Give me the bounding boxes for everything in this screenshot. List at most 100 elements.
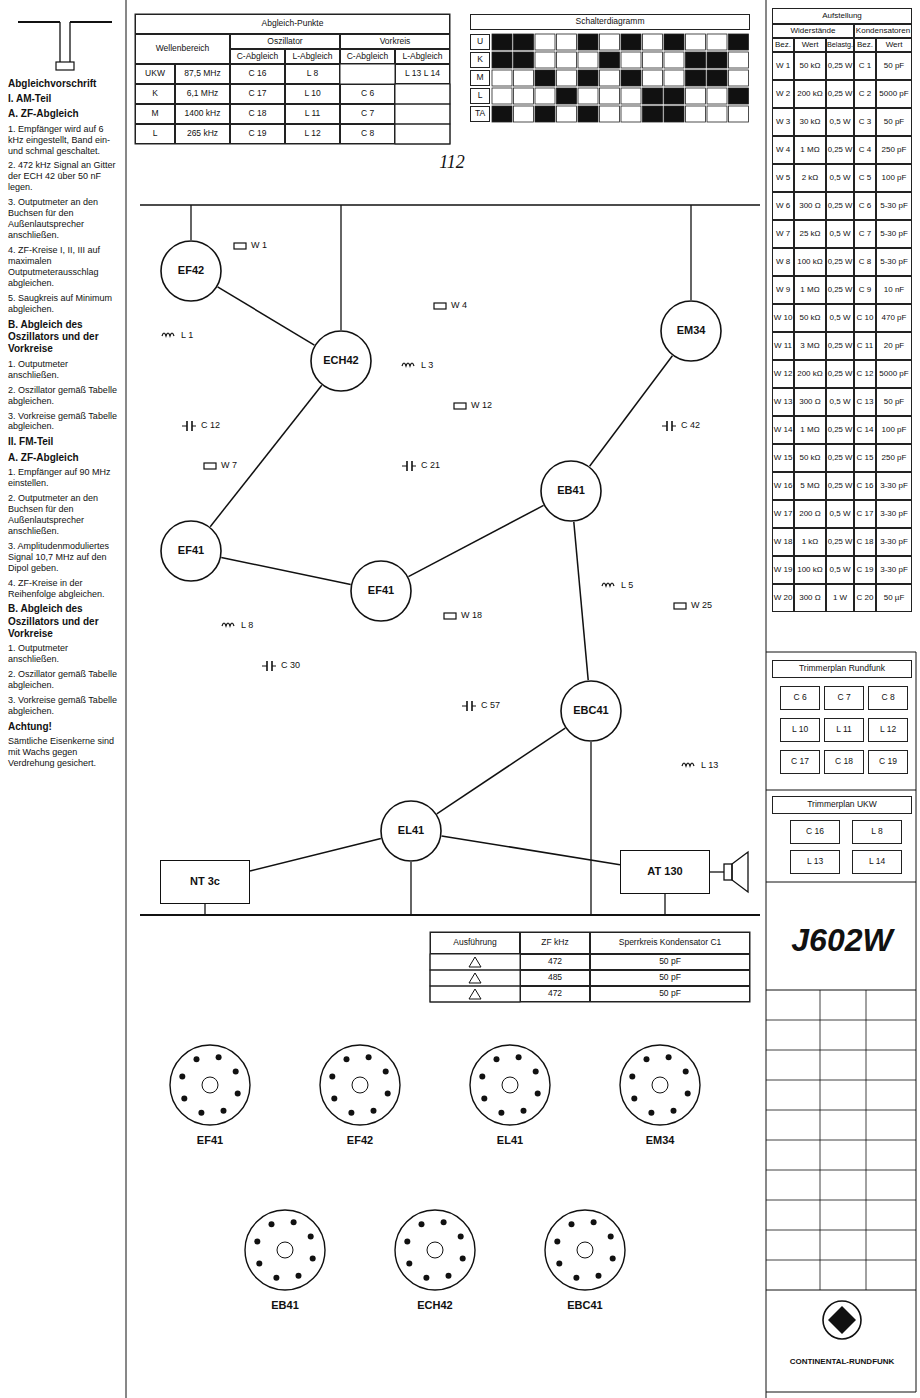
label-text: L <box>153 129 158 138</box>
resistor-symbol <box>204 463 216 469</box>
table-cell: 6,1 MHz <box>175 84 230 104</box>
switch-grid-cell <box>686 52 706 68</box>
table-cell: 250 pF <box>876 444 912 472</box>
instruction-heading: I. AM-Teil <box>8 93 120 105</box>
label-text: C 16 <box>857 482 874 491</box>
tube-pin <box>235 1091 241 1097</box>
anode-wire <box>190 205 191 240</box>
label-text: Sperrkreis Kondensator C1 <box>619 938 722 947</box>
table-cell: 87,5 MHz <box>175 64 230 84</box>
label-text: 0,5 W <box>830 398 851 407</box>
switch-grid-cell <box>664 70 684 86</box>
table-cell: 50 pF <box>876 108 912 136</box>
table-cell: 20 pF <box>876 332 912 360</box>
node-text: NT 3c <box>190 875 220 888</box>
switch-grid-cell <box>686 106 706 122</box>
label-text: 50 kΩ <box>799 62 820 71</box>
label-text: Oszillator <box>267 37 302 46</box>
table-cell: 0,25 W <box>826 472 854 500</box>
ground-rail <box>140 914 760 916</box>
label-text: 50 pF <box>884 118 904 127</box>
switch-position: K <box>470 52 490 68</box>
table-cell: C 17 <box>854 500 876 528</box>
part-label: W 1 <box>250 240 268 251</box>
tube-pin <box>308 1234 314 1240</box>
table-cell: L <box>135 124 175 144</box>
label-text: 50 pF <box>884 398 904 407</box>
title-block-line <box>766 1260 916 1261</box>
part-label: L 1 <box>180 330 194 341</box>
capacitor-lead <box>462 706 467 707</box>
switch-grid-cell <box>707 34 727 50</box>
label-text: 3-30 pF <box>880 538 908 547</box>
switch-grid-cell <box>643 70 663 86</box>
tube-key <box>502 1077 518 1093</box>
node-text: EB41 <box>557 484 585 497</box>
table-cell: W 12 <box>772 360 794 388</box>
table-cell: 100 kΩ <box>794 248 826 276</box>
label-text: Belastg. <box>827 41 853 49</box>
label-text: 5-30 pF <box>880 202 908 211</box>
table-cell: 0,25 W <box>826 192 854 220</box>
table-cell: W 2 <box>772 80 794 108</box>
tube-envelope <box>161 241 221 301</box>
label-text: 0,25 W <box>828 426 853 435</box>
company-logo <box>828 1306 856 1334</box>
signal-wire <box>437 728 565 814</box>
table-cell: 5-30 pF <box>876 248 912 276</box>
tube-pin <box>194 1056 200 1062</box>
instruction-step: 5. Saugkreis auf Minimum abgleichen. <box>8 293 120 315</box>
table-cell: C 20 <box>854 584 876 612</box>
label-text: C 7 <box>837 693 850 702</box>
part-label: L 3 <box>420 360 434 371</box>
label-text: 20 pF <box>884 342 904 351</box>
label-text: 50 µF <box>884 594 905 603</box>
switch-grid-cell <box>600 52 620 68</box>
instruction-step: 3. Amplitudenmoduliertes Signal 10,7 MHz… <box>8 541 120 574</box>
switch-grid-cell <box>514 34 534 50</box>
switch-grid-cell <box>514 70 534 86</box>
tube-socket <box>320 1045 400 1125</box>
trimmer-label: C 17 <box>780 750 820 774</box>
instruction-step: 1. Outputmeter anschließen. <box>8 359 120 381</box>
switch-grid-cell <box>557 70 577 86</box>
table-header: Wert <box>876 38 912 52</box>
table-header: Bez. <box>772 38 794 52</box>
instruction-step: 3. Vorkreise gemäß Tabelle abgleichen. <box>8 695 120 717</box>
tube-pin <box>629 1073 635 1079</box>
instruction-text: B. Abgleich des Oszillators und der Vork… <box>8 319 99 354</box>
label-text: L 11 <box>836 725 852 734</box>
label-text: C 19 <box>249 129 267 138</box>
table-cell: C 7 <box>854 220 876 248</box>
switch-grid-cell <box>664 106 684 122</box>
trimmer-label: C 7 <box>824 686 864 710</box>
tube-pin <box>441 1219 447 1225</box>
instruction-text: 4. ZF-Kreise I, II, III auf maximalen Ou… <box>8 245 100 288</box>
tube-socket <box>245 1210 325 1290</box>
switch-grid-cell <box>578 52 598 68</box>
label-text: C 7 <box>361 109 374 118</box>
table-cell: C 6 <box>854 192 876 220</box>
switch-grid-cell <box>492 34 512 50</box>
title-block-line <box>766 1200 916 1201</box>
switch-grid-cell <box>729 70 749 86</box>
table-cell: W 7 <box>772 220 794 248</box>
b-plus-rail <box>140 204 760 206</box>
table-cell: 300 Ω <box>794 584 826 612</box>
title-block-line <box>916 652 917 1392</box>
trimmer-label: L 10 <box>780 718 820 742</box>
table-cell: M <box>135 104 175 124</box>
tube-pin <box>371 1108 377 1114</box>
label-text: M <box>151 109 158 118</box>
table-cell: W 8 <box>772 248 794 276</box>
label-text: L 13 <box>700 760 719 770</box>
label-text: C 8 <box>859 258 871 267</box>
trimmer-label: L 14 <box>852 850 902 874</box>
label-text: W 11 <box>774 342 792 351</box>
label-text: C 42 <box>680 420 701 430</box>
instruction-text: 2. Oszillator gemäß Tabelle abgleichen. <box>8 385 117 406</box>
instruction-step: 4. ZF-Kreise I, II, III auf maximalen Ou… <box>8 245 120 289</box>
switch-grid-cell <box>514 52 534 68</box>
table-cell: W 13 <box>772 388 794 416</box>
table-header: Belastg. <box>826 38 854 52</box>
